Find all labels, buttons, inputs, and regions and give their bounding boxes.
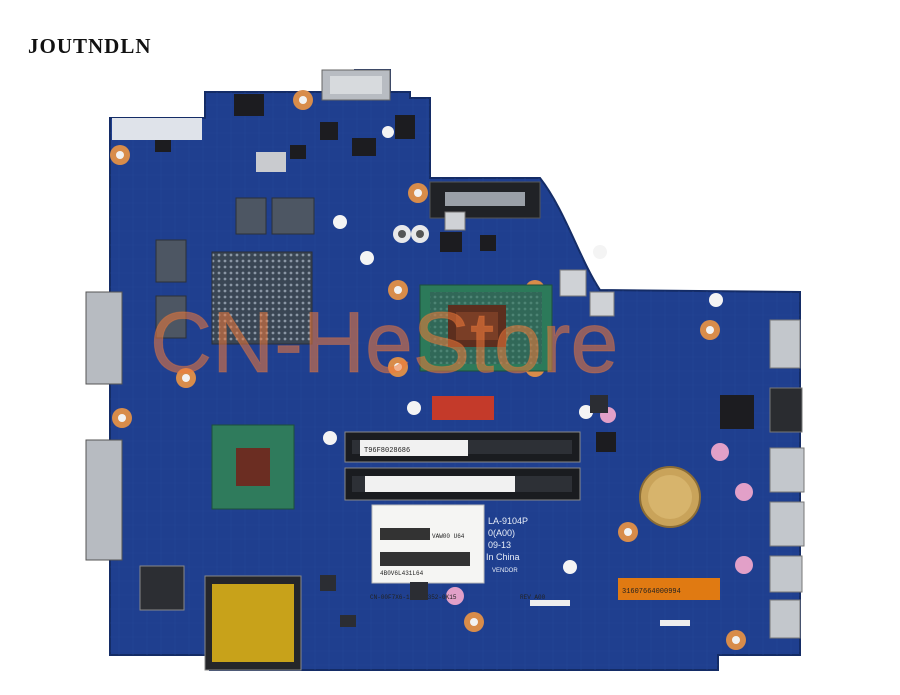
red-warranty-sticker	[432, 396, 494, 420]
audio-codec-chip	[139, 565, 185, 611]
capacitors	[393, 225, 753, 605]
inductors	[444, 211, 615, 317]
watermark-text: CN-HeStore	[150, 295, 618, 391]
ram-label-code: T96F8028686	[364, 447, 410, 455]
sticker-barcode-text: 4B0V6L431L64	[380, 570, 424, 577]
misc-components	[320, 395, 690, 627]
pch-chipset	[211, 424, 295, 510]
board-origin-label: In China	[486, 552, 520, 562]
board-model-label: LA-9104P	[488, 516, 528, 526]
lan-chip	[720, 395, 754, 429]
left-connectors	[85, 291, 123, 561]
top-components	[155, 94, 496, 252]
board-revision-label: 0(A00)	[488, 528, 515, 538]
cmos-battery	[639, 466, 701, 528]
orange-barcode-label	[618, 578, 720, 600]
ram-label-sticker	[360, 440, 468, 456]
top-left-connector	[112, 118, 202, 140]
vram-chips	[155, 197, 315, 339]
sticker-code: VAW00 U64	[432, 533, 465, 540]
board-vendor-label: VENDOR	[492, 568, 518, 574]
cpu-processor	[419, 284, 553, 372]
sticker-rev: REV A00	[520, 594, 546, 601]
right-ports	[769, 319, 805, 639]
sd-card-reader	[204, 575, 302, 671]
product-sticker	[371, 504, 485, 584]
gpu-bga-socket	[211, 251, 313, 345]
bottom-label-code: 31607664000994	[622, 588, 681, 596]
brand-logo-text: JOUTNDLN	[28, 34, 152, 58]
board-date-label: 09-13	[488, 540, 511, 550]
